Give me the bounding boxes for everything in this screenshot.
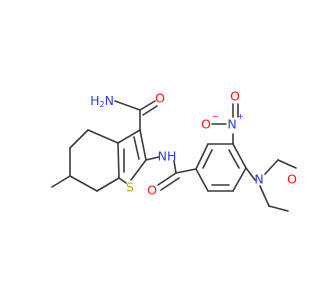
bond	[145, 156, 160, 161]
bond	[130, 159, 147, 181]
bond	[195, 168, 209, 192]
nitro-oxygen-left-label: O	[201, 117, 211, 132]
morpholine-oxygen-label: O	[287, 172, 297, 187]
structure-svg: H2N O NH S O O − N + O N O	[51, 89, 297, 212]
bond	[160, 177, 180, 191]
bond	[114, 100, 141, 111]
bond	[69, 175, 98, 192]
amide-h-label: H	[90, 93, 99, 108]
bond	[202, 149, 213, 169]
bond	[69, 129, 89, 149]
bond-layer	[51, 100, 297, 212]
morpholine-nitrogen-label: N	[254, 172, 263, 187]
bond	[139, 100, 156, 111]
bond	[173, 160, 177, 174]
molecule-diagram: H2N O NH S O O − N + O N O	[51, 89, 297, 212]
minus-charge: −	[212, 112, 219, 121]
amide-h-subscript: 2	[99, 100, 104, 109]
nitro-oxygen-top-label: O	[230, 89, 240, 104]
bond	[96, 177, 120, 192]
bond	[157, 172, 177, 186]
bond	[118, 177, 127, 184]
bond	[259, 185, 270, 207]
bond	[245, 167, 256, 181]
nitro-nitrogen-label: N	[227, 117, 236, 132]
bond	[133, 136, 140, 160]
bond	[175, 168, 197, 174]
bond	[232, 143, 247, 169]
bond	[228, 149, 240, 169]
bond	[117, 142, 120, 179]
bond	[268, 205, 289, 212]
amide-n-letter: N	[105, 93, 114, 108]
bond	[195, 143, 209, 170]
amide-nitrogen-label: H2N	[90, 93, 114, 109]
atom-label-layer: H2N O NH S O O − N + O N O	[90, 89, 297, 198]
bond	[87, 129, 119, 144]
benzamide-oxygen-label: O	[147, 183, 157, 198]
bond	[264, 159, 279, 175]
amide-nh-label: NH	[158, 149, 177, 164]
plus-charge: +	[237, 112, 244, 121]
bond	[117, 129, 141, 144]
bond	[142, 105, 158, 116]
bond	[139, 129, 147, 161]
bond	[277, 159, 297, 169]
amide-oxygen-label: O	[155, 91, 165, 106]
bond	[51, 175, 71, 188]
bond	[232, 167, 247, 192]
thiophene-sulfur-label: S	[126, 180, 134, 195]
